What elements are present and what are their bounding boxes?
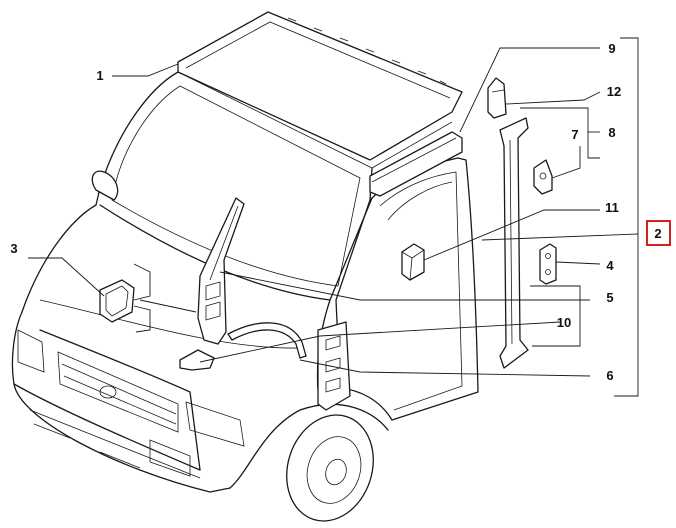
part-roof-rail	[369, 131, 463, 197]
callout-9: 9	[608, 41, 615, 56]
part-bracket-12	[487, 77, 507, 119]
part-bracket-4	[539, 243, 557, 285]
part-b-pillar	[499, 117, 529, 369]
callout-10: 10	[557, 315, 571, 330]
badge-emblem	[99, 385, 117, 399]
side-mirror	[91, 170, 119, 201]
callout-6: 6	[606, 368, 613, 383]
part-bracket-6	[179, 349, 215, 371]
part-arch-10	[227, 322, 307, 359]
front-wheel	[286, 414, 374, 522]
headlight-left	[17, 329, 45, 373]
part-cover-3	[99, 279, 135, 323]
callout-11: 11	[605, 200, 619, 215]
callout-1: 1	[96, 68, 103, 83]
part-a-pillar-5	[197, 197, 245, 345]
callout-2-highlight-box	[646, 220, 671, 246]
callout-3: 3	[10, 241, 17, 256]
part-bracket-7	[533, 159, 553, 195]
callout-2: 2	[654, 226, 661, 241]
headlight-right	[185, 401, 245, 447]
callout-5: 5	[606, 290, 613, 305]
part-block-11	[401, 243, 425, 281]
leader-lines	[28, 37, 639, 397]
callout-7: 7	[571, 127, 578, 142]
callout-8: 8	[608, 125, 615, 140]
callout-4: 4	[606, 258, 614, 273]
callout-12: 12	[607, 84, 621, 99]
roof-slots	[287, 17, 447, 85]
